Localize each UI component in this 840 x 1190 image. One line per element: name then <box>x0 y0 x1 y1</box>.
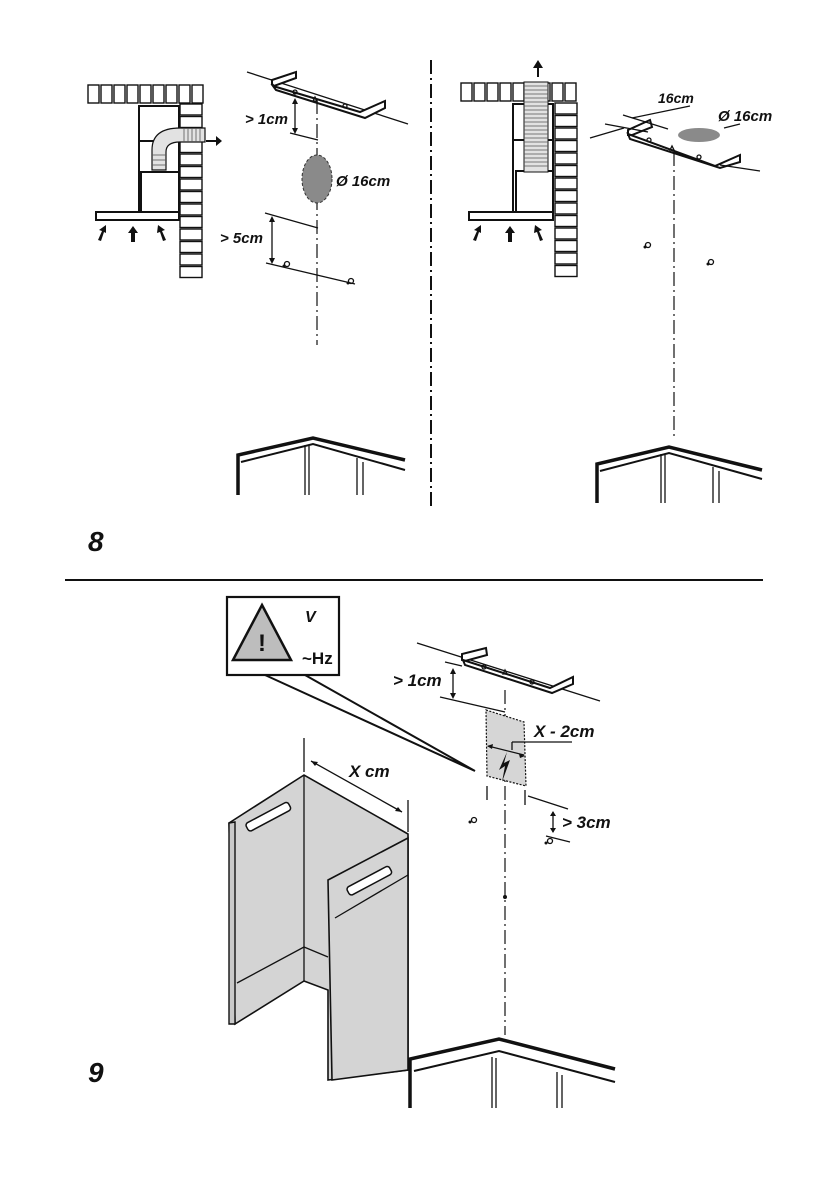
socket-width-label: X - 2cm <box>533 722 594 741</box>
brick <box>180 229 202 240</box>
brick <box>555 153 577 164</box>
airflow-arrow-icon <box>533 60 543 77</box>
duct-diameter-label: Ø 16cm <box>718 108 772 125</box>
brick <box>153 85 164 103</box>
brick <box>180 179 202 190</box>
chimney-width-label: X cm <box>348 762 390 781</box>
brick <box>180 104 202 115</box>
brick <box>555 191 577 202</box>
screw-icon <box>545 839 553 845</box>
brick <box>555 166 577 177</box>
brick <box>140 85 151 103</box>
screw-icon <box>707 260 714 266</box>
brick <box>179 85 190 103</box>
figure-number-9: 9 <box>88 1057 104 1088</box>
screw-icon <box>347 279 354 285</box>
screw-icon <box>283 262 290 268</box>
brick <box>88 85 99 103</box>
bottom-clearance-label: > 3cm <box>562 813 611 832</box>
brick <box>487 83 498 101</box>
frequency-label: ~Hz <box>302 649 333 668</box>
brick <box>555 241 577 252</box>
brick <box>180 254 202 265</box>
figure-number-8: 8 <box>88 526 104 557</box>
brick <box>555 178 577 189</box>
brick <box>166 85 177 103</box>
brick <box>555 141 577 152</box>
brick <box>180 167 202 178</box>
top-clearance-label: > 1cm <box>393 671 442 690</box>
brick <box>552 83 563 101</box>
brick <box>192 85 203 103</box>
bottom-clearance-label: > 5cm <box>220 230 263 247</box>
brick <box>180 217 202 228</box>
brick <box>101 85 112 103</box>
brick <box>500 83 511 101</box>
brick <box>474 83 485 101</box>
voltage-label: V <box>305 609 317 626</box>
brick <box>127 85 138 103</box>
brick <box>555 216 577 227</box>
fig8-right-mounting-detail: Ø 16cm 16cm <box>590 90 772 503</box>
brick <box>180 142 202 153</box>
brick <box>555 203 577 214</box>
screw-icon <box>469 818 477 824</box>
brick <box>565 83 576 101</box>
brick <box>180 192 202 203</box>
brick <box>180 117 202 128</box>
brick <box>180 267 202 278</box>
brick <box>114 85 125 103</box>
duct-diameter-label: Ø 16cm <box>336 173 390 190</box>
offset-label: 16cm <box>658 90 694 106</box>
fig8-left-mounting-detail: > 1cm Ø 16cm > 5cm <box>220 72 408 495</box>
brick <box>180 154 202 165</box>
brick <box>180 242 202 253</box>
brick <box>180 204 202 215</box>
air-intake-arrows <box>98 225 166 242</box>
brick <box>555 266 577 277</box>
screw-icon <box>644 243 651 249</box>
air-intake-arrows <box>473 225 543 242</box>
fig9-chimney-cover: X cm <box>229 738 408 1080</box>
brick <box>555 253 577 264</box>
brick <box>513 83 524 101</box>
fig8-right-wall-section <box>461 60 577 277</box>
fig8-left-wall-section <box>88 85 222 278</box>
brick <box>555 128 577 139</box>
top-clearance-label: > 1cm <box>245 111 288 128</box>
airflow-arrow-icon <box>206 136 222 146</box>
fig9-mounting-detail: > 1cm X - 2cm > 3cm <box>393 643 615 1108</box>
brick <box>555 228 577 239</box>
brick <box>461 83 472 101</box>
warning-symbol: ! <box>258 630 266 657</box>
brick <box>555 103 577 114</box>
brick <box>555 116 577 127</box>
